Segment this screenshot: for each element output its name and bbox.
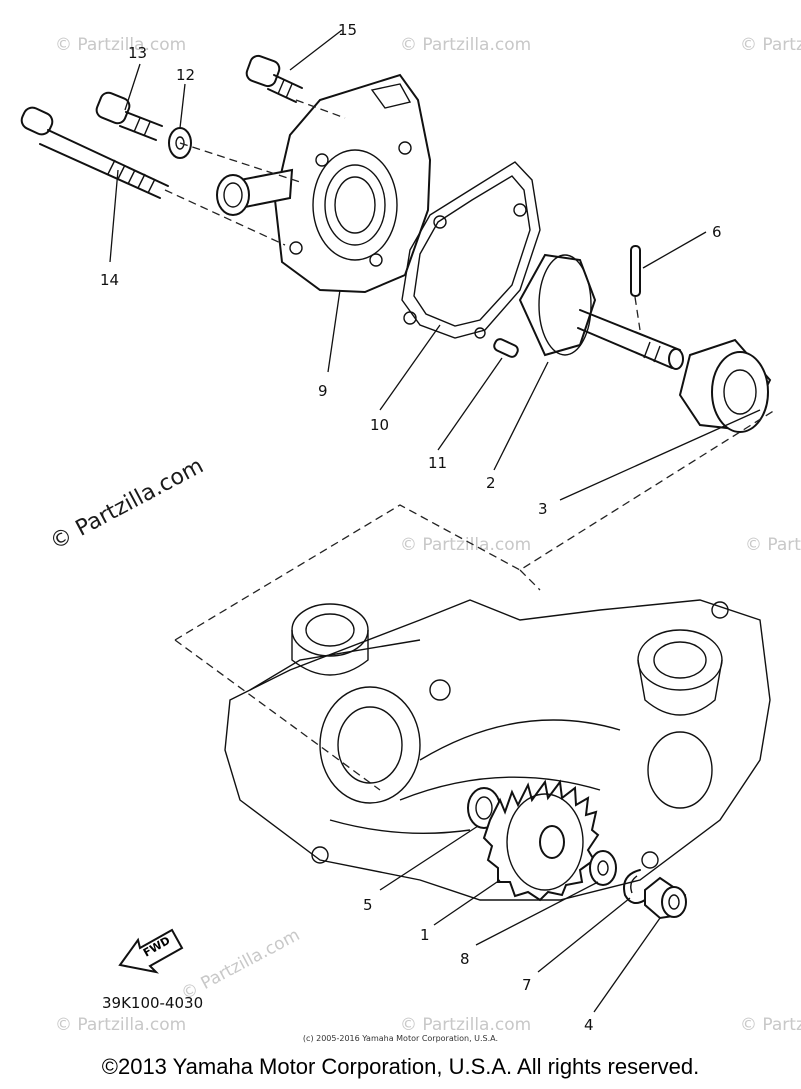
- callout-14: 14: [100, 271, 119, 289]
- callout-13: 13: [128, 44, 147, 62]
- callout-2: 2: [486, 474, 496, 492]
- callout-9: 9: [318, 382, 328, 400]
- pin-6[interactable]: [630, 245, 641, 297]
- pump-housing-9[interactable]: [216, 73, 432, 294]
- callout-7: 7: [522, 976, 532, 994]
- watermark: © Partzilla.com: [178, 925, 303, 1004]
- watermark: © Partzilla.com: [740, 1015, 801, 1035]
- dowel-pin-11[interactable]: [493, 337, 520, 358]
- callout-12: 12: [176, 66, 195, 84]
- callout-11: 11: [428, 454, 447, 472]
- watermark-main: © Partzilla.com: [46, 454, 208, 556]
- crankcase: [174, 409, 776, 901]
- watermark: © Partzilla.com: [55, 35, 186, 55]
- bearing-3[interactable]: [678, 338, 772, 433]
- callout-10: 10: [370, 416, 389, 434]
- bolt-15[interactable]: [244, 54, 303, 103]
- watermark: © Partzilla.com: [400, 535, 531, 555]
- callout-1: 1: [420, 926, 430, 944]
- leader-lines: [109, 29, 761, 1013]
- watermark: © Partzilla.com: [400, 1015, 531, 1035]
- circlip-7[interactable]: [623, 869, 646, 905]
- callout-5: 5: [363, 896, 373, 914]
- bolt-13[interactable]: [94, 90, 163, 141]
- collar-4[interactable]: [644, 876, 687, 920]
- callout-6: 6: [712, 223, 722, 241]
- diagram-code: 39K100-4030: [102, 994, 203, 1012]
- watermark: © Partzilla.com: [400, 35, 531, 55]
- gear-1[interactable]: [482, 779, 600, 902]
- gasket-10[interactable]: [401, 161, 541, 339]
- fwd-arrow-icon: FWD: [118, 928, 184, 974]
- callout-4: 4: [584, 1016, 594, 1034]
- watermark: © Partzilla.com: [740, 35, 801, 55]
- washer-8[interactable]: [589, 850, 617, 886]
- callout-3: 3: [538, 500, 548, 518]
- callout-15: 15: [338, 21, 357, 39]
- alignment-line: [164, 189, 286, 246]
- bolt-14[interactable]: [19, 105, 169, 199]
- watermark: © Partzilla.com: [55, 1015, 186, 1035]
- callout-8: 8: [460, 950, 470, 968]
- callouts: 13 12 15 14 9 10 11 2 3 6 5 1 8 7 4: [100, 21, 722, 1034]
- alignment-line: [295, 99, 346, 119]
- small-copyright: (c) 2005-2016 Yamaha Motor Corporation, …: [302, 1034, 499, 1043]
- alignment-line: [634, 296, 641, 331]
- impeller-shaft-2[interactable]: [518, 253, 684, 370]
- watermark: © Partzilla.com: [745, 535, 801, 555]
- footer-copyright: ©2013 Yamaha Motor Corporation, U.S.A. A…: [101, 1054, 700, 1079]
- alignment-line: [179, 142, 301, 183]
